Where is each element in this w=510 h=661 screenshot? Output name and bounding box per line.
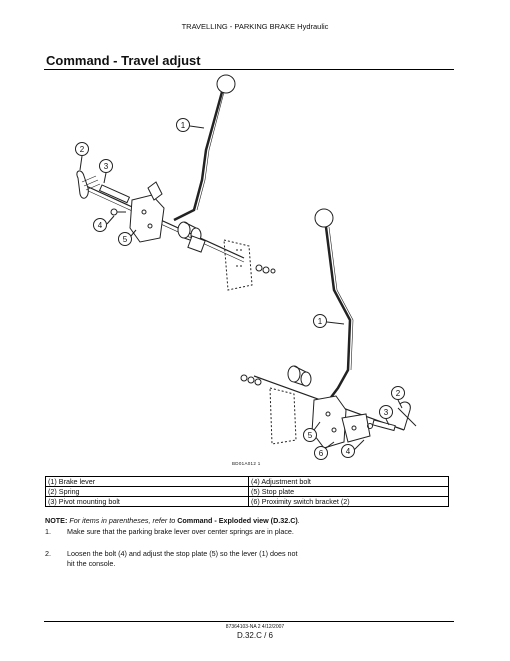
- callout-3-top: 3: [99, 159, 113, 184]
- step-number: 2.: [45, 549, 51, 558]
- note-end: .: [297, 516, 300, 525]
- callout-6-bottom: 6: [314, 441, 335, 460]
- footer-divider: [44, 621, 454, 622]
- bottom-assembly: 1 2 3 4 5: [240, 208, 417, 460]
- callout-2-top: 2: [75, 142, 89, 171]
- step-text: Make sure that the parking brake lever o…: [67, 527, 294, 536]
- svg-text:3: 3: [104, 162, 109, 171]
- svg-text:4: 4: [98, 221, 103, 230]
- legend-cell: (3) Pivot mounting bolt: [45, 496, 249, 507]
- svg-text:2: 2: [80, 145, 85, 154]
- callout-3-bottom: 3: [379, 405, 393, 426]
- running-header: TRAVELLING - PARKING BRAKE Hydraulic: [181, 22, 329, 31]
- note-reference-link[interactable]: Command - Exploded view (D.32.C): [177, 516, 298, 525]
- svg-text:1: 1: [318, 317, 323, 326]
- stop-plate-top: [129, 194, 165, 243]
- svg-text:2: 2: [396, 389, 401, 398]
- table-row: (1) Brake lever (4) Adjustment bolt: [45, 476, 449, 487]
- lever-knob-bottom: [314, 208, 334, 228]
- section-title: Command - Travel adjust: [46, 53, 201, 68]
- parts-legend: (1) Brake lever (4) Adjustment bolt (2) …: [45, 476, 449, 507]
- spring-bottom: [397, 401, 417, 431]
- svg-text:5: 5: [308, 431, 313, 440]
- legend-cell: (6) Proximity switch bracket (2): [248, 496, 449, 507]
- callout-5-top: 5: [118, 229, 137, 246]
- callout-4-bottom: 4: [341, 439, 365, 458]
- svg-text:4: 4: [346, 447, 351, 456]
- note-text: For items in parentheses, refer to: [67, 516, 178, 525]
- note-prefix: NOTE:: [45, 516, 68, 525]
- page-number: D.32.C / 6: [236, 631, 273, 640]
- legend-cell: (4) Adjustment bolt: [248, 476, 449, 487]
- svg-text:5: 5: [123, 235, 128, 244]
- legend-cell: (1) Brake lever: [45, 476, 249, 487]
- title-divider: [44, 69, 454, 70]
- legend-cell: (2) Spring: [45, 486, 249, 497]
- callout-1-bottom: 1: [313, 314, 345, 328]
- step-text: Loosen the bolt (4) and adjust the stop …: [67, 549, 298, 568]
- exploded-diagram: 1 2 3 4 5: [44, 70, 454, 468]
- table-row: (2) Spring (5) Stop plate: [45, 486, 449, 497]
- brake-lever-top: [173, 91, 224, 222]
- note: NOTE: For items in parentheses, refer to…: [45, 516, 300, 525]
- spring-top: [76, 170, 89, 199]
- figure-id: BD01A012 1: [232, 461, 261, 466]
- table-row: (3) Pivot mounting bolt (6) Proximity sw…: [45, 496, 449, 507]
- stop-plate-bottom: [311, 395, 347, 449]
- callout-4-top: 4: [93, 215, 115, 232]
- legend-cell: (5) Stop plate: [248, 486, 449, 497]
- svg-text:3: 3: [384, 408, 389, 417]
- lever-knob-top: [216, 74, 236, 94]
- svg-text:6: 6: [319, 449, 324, 458]
- pivot-shaft-top: [83, 184, 245, 259]
- step-number: 1.: [45, 527, 51, 536]
- doc-reference: 87364103-NA 2 4/12/2007: [225, 624, 285, 630]
- top-assembly: 1 2 3 4 5: [75, 74, 276, 291]
- callout-1-top: 1: [176, 118, 205, 132]
- svg-text:1: 1: [181, 121, 186, 130]
- callout-2-bottom: 2: [391, 386, 405, 409]
- brake-lever-bottom: [324, 226, 352, 401]
- callout-5-bottom: 5: [303, 421, 321, 442]
